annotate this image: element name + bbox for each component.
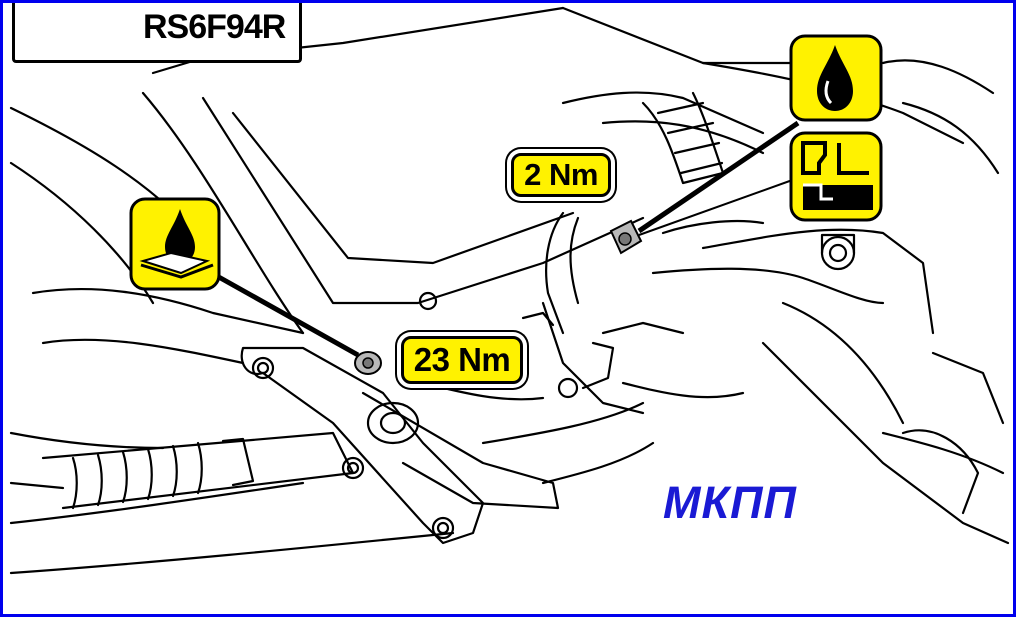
torque-label-lower: 23 Nm bbox=[401, 336, 523, 384]
torque-label-upper: 2 Nm bbox=[511, 153, 611, 197]
upper-bolt bbox=[609, 219, 643, 255]
model-header: RS6F94R bbox=[12, 3, 302, 63]
sealant-icon bbox=[129, 197, 221, 291]
transmission-line-art bbox=[9, 6, 1010, 575]
oil-level-icon bbox=[789, 131, 883, 222]
lower-bolt bbox=[354, 351, 382, 375]
model-code: RS6F94R bbox=[143, 8, 286, 46]
transmission-type-caption: МКПП bbox=[663, 477, 797, 528]
oil-drop-icon bbox=[789, 34, 883, 122]
